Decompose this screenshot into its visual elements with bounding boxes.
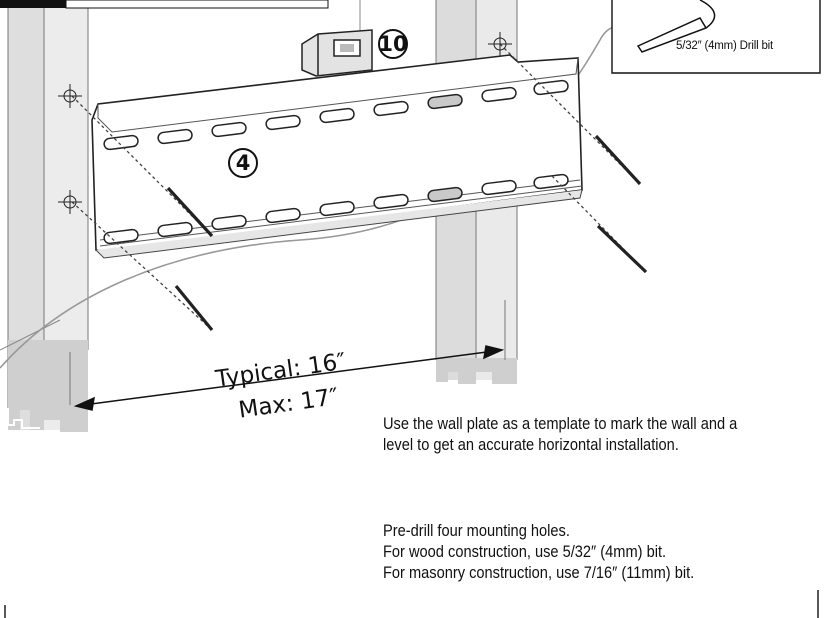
wall-plate-slots-bottom-row [103, 173, 569, 245]
dimension-arrow [73, 345, 505, 411]
instruction-paragraph-drilling: Pre-drill four mounting holes. For wood … [383, 520, 813, 583]
bubble-level [301, 29, 373, 77]
callout-circle-10 [378, 29, 408, 59]
instruction-line: For wood construction, use 5/32″ (4mm) b… [383, 542, 667, 561]
instruction-line: Pre-drill four mounting holes. [383, 521, 570, 540]
crosshair-marks [58, 32, 512, 214]
drill-bit-caption: 5/32″ (4mm) Drill bit [676, 40, 773, 52]
step-title-box [65, 0, 329, 9]
wall-outline-line [0, 319, 61, 351]
callout-number-4: 4 [235, 151, 251, 175]
callout-number-10: 10 [378, 32, 408, 56]
left-wall-stud [7, 0, 89, 432]
step-tab [0, 0, 66, 8]
instruction-paragraph-template: Use the wall plate as a template to mark… [383, 414, 738, 454]
wall-plate-slots-top-row [103, 79, 569, 151]
instruction-line: For masonry construction, use 7/16″ (11m… [383, 563, 695, 582]
drill-bit-inset [611, 0, 821, 74]
mounting-screws [71, 43, 648, 332]
callout-circle-4 [228, 148, 258, 178]
electrical-cable [0, 27, 613, 369]
